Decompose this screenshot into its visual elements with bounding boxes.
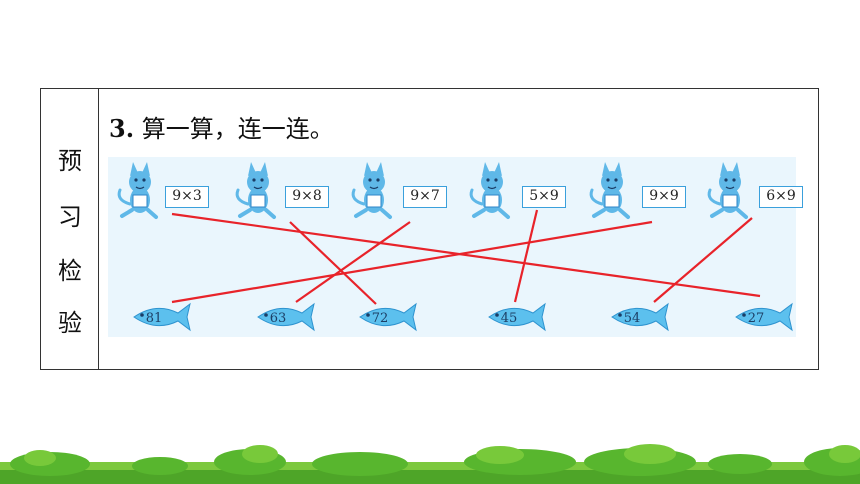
question-number: 3 [109,114,126,143]
question-title: 3. 算一算，连一连。 [109,109,334,144]
connection-line [289,221,377,305]
side-label-char: 验 [58,309,82,337]
connection-line [171,212,761,298]
connection-line [513,209,539,303]
multiplication-card[interactable]: 6×9 [759,186,803,208]
multiplication-card[interactable]: 9×8 [285,186,329,208]
cat-icon [589,162,630,219]
connection-line [295,221,411,303]
fish-card[interactable]: 81 [133,302,191,332]
exercise-frame: 预 习 检 验 [40,88,819,370]
fish-value: 81 [146,311,163,326]
side-label-char: 习 [58,203,82,231]
fish-value: 63 [270,311,287,326]
side-label-char: 检 [58,257,82,285]
cat-icon [469,162,510,219]
question-separator: . [125,114,135,143]
fish-card[interactable]: 63 [257,302,315,332]
cat-icon [351,162,392,219]
connection-line [653,217,753,303]
multiplication-card[interactable]: 9×3 [165,186,209,208]
fish-card[interactable]: 27 [735,302,793,332]
cat-icon [235,162,276,219]
multiplication-card[interactable]: 5×9 [522,186,566,208]
fish-card[interactable]: 54 [611,302,669,332]
multiplication-card[interactable]: 9×9 [642,186,686,208]
fish-value: 27 [748,311,765,326]
cat-icon [117,162,158,219]
fish-card[interactable]: 45 [488,302,546,332]
grass-decoration [0,444,860,484]
fish-value: 54 [624,311,641,326]
side-label-char: 预 [58,147,82,175]
fish-card[interactable]: 72 [359,302,417,332]
connection-line [171,220,653,304]
question-text: 算一算，连一连。 [141,115,334,143]
multiplication-card[interactable]: 9×7 [403,186,447,208]
fish-value: 72 [372,311,389,326]
side-label-column: 预 习 检 验 [41,89,99,369]
cat-icon [707,162,748,219]
fish-value: 45 [501,311,518,326]
